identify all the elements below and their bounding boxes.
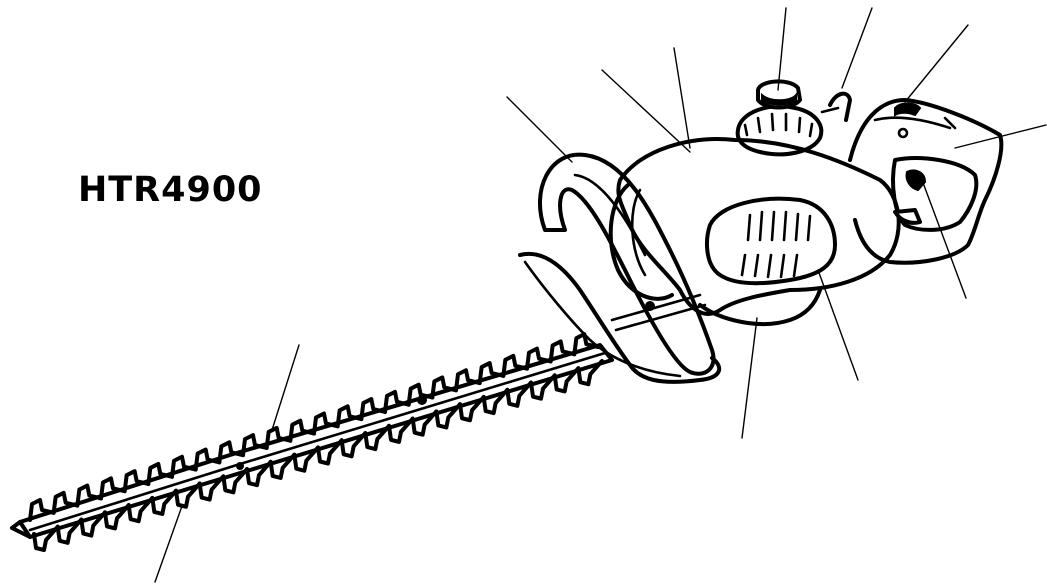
leader-line-throttle xyxy=(842,8,872,88)
leader-line-trigger xyxy=(922,180,966,298)
leader-line-base xyxy=(742,318,757,438)
leader-line-front-handle xyxy=(507,97,572,162)
rear-handle xyxy=(850,100,1001,263)
leader-line-starter xyxy=(602,70,690,152)
blade-tooth xyxy=(507,383,531,406)
engine-body xyxy=(611,139,899,330)
cutter-blade xyxy=(12,345,612,537)
leader-line-rear-handle-top xyxy=(905,25,968,102)
leader-line-fuel-cap xyxy=(778,8,786,90)
leader-line-air-cleaner xyxy=(674,48,690,148)
blade-tooth xyxy=(555,368,579,391)
leader-line-blade-upper xyxy=(272,345,299,430)
blade-tooth xyxy=(578,361,602,384)
throttle-lever xyxy=(822,94,850,120)
blade-tooth xyxy=(531,375,555,398)
callout-leader-lines xyxy=(155,8,1046,582)
leader-line-blade-lower xyxy=(155,506,182,582)
